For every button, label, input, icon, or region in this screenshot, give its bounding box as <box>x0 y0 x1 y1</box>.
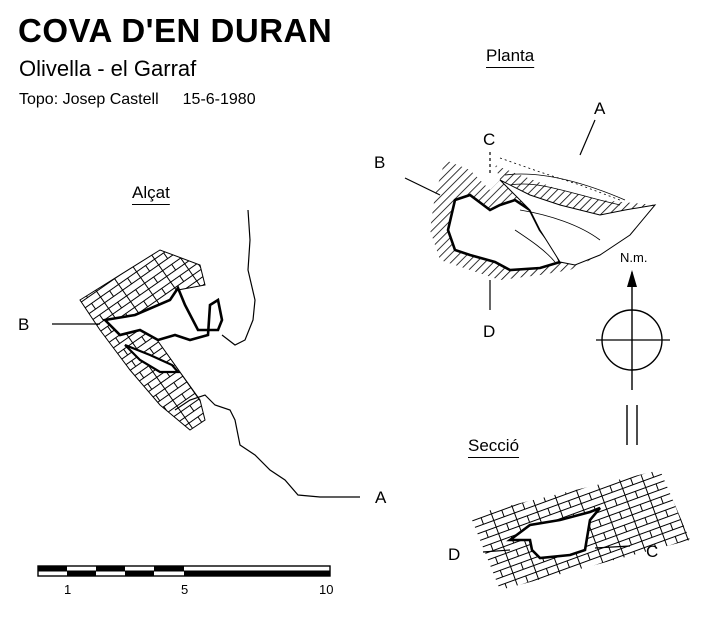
plan-label-d: D <box>483 322 496 341</box>
plan-view <box>404 119 657 310</box>
plan-title: Planta <box>486 46 535 65</box>
elevation-label-a: A <box>375 488 387 507</box>
plan-label-c: C <box>483 130 496 149</box>
plan-entrance-slope <box>499 179 657 266</box>
section-label-c: C <box>646 542 659 561</box>
north-label: N.m. <box>620 250 648 265</box>
scale-tick-10: 10 <box>319 582 334 597</box>
scale-tick-1: 1 <box>64 582 72 597</box>
survey-location: Olivella - el Garraf <box>19 56 197 81</box>
elevation-surface-lower <box>174 394 360 498</box>
elevation-surface-upper <box>221 209 256 346</box>
plan-label-a: A <box>594 99 606 118</box>
elevation-cave-passage <box>102 285 224 342</box>
elevation-label-b: B <box>18 315 30 334</box>
plan-a-line <box>579 119 596 156</box>
section-view <box>470 470 690 590</box>
elevation-view <box>52 209 360 498</box>
plan-label-b: B <box>374 153 386 172</box>
survey-credit: Topo: Josep Castell 15-6-1980 <box>19 91 256 109</box>
north-arrow <box>596 270 670 445</box>
topo-author: Topo: Josep Castell <box>19 91 159 108</box>
section-cave-outline <box>506 506 601 560</box>
section-d-line <box>482 549 511 553</box>
survey-date: 15-6-1980 <box>182 91 256 108</box>
elevation-title: Alçat <box>132 183 170 202</box>
section-c-line <box>594 545 631 549</box>
scale-bar <box>37 565 331 577</box>
section-label-d: D <box>448 545 461 564</box>
plan-b-line <box>404 177 441 196</box>
survey-title: COVA D'EN DURAN <box>18 12 333 49</box>
section-title: Secció <box>468 436 520 455</box>
elevation-lower-chamber <box>124 343 181 374</box>
north-arrow-head-icon <box>627 270 637 287</box>
scale-tick-5: 5 <box>181 582 189 597</box>
